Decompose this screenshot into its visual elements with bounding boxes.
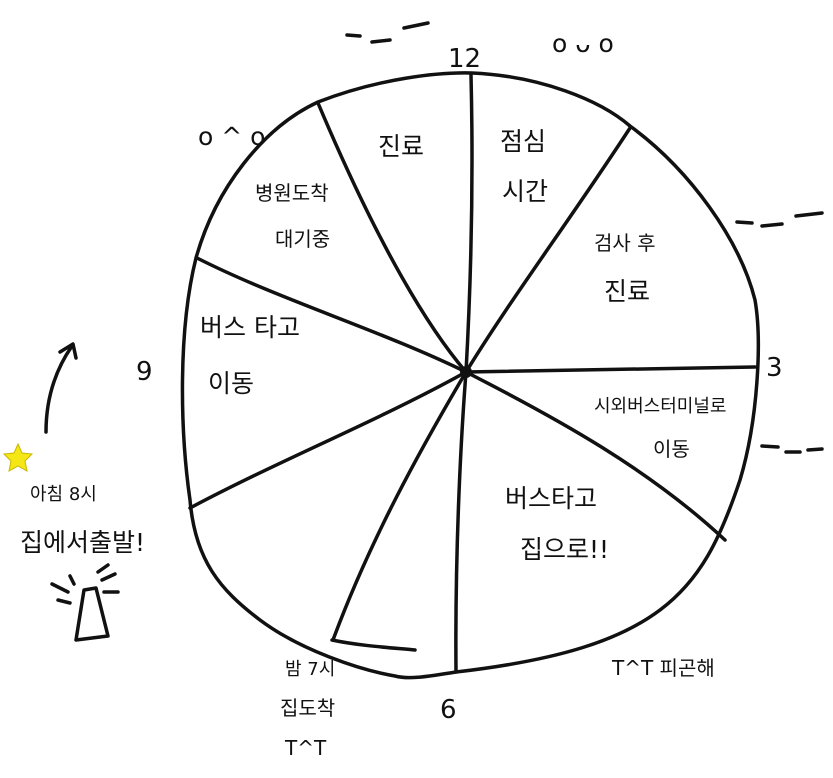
slice-lunch-line2: 시간 [502, 177, 548, 206]
lamp-icon [50, 563, 120, 642]
slice-lunch-line1: 점심 [500, 127, 546, 156]
note-arrive-home-line1: 밤 7시 [285, 659, 335, 680]
slice-arrive-hospital-line2: 대기중 [275, 227, 330, 251]
dash-marks [345, 21, 824, 454]
slice-after-test-line1: 검사 후 [594, 231, 656, 255]
slice-bus-home-line2: 집으로!! [520, 535, 609, 564]
slice-to-terminal-line2: 이동 [653, 437, 690, 461]
slice-after-test-line2: 진료 [604, 277, 650, 306]
slice-bus-move-line1: 버스 타고 [200, 313, 300, 342]
note-arrive-home-line3: T^T [284, 736, 327, 760]
clock-outline [180, 71, 760, 680]
slice-bus-home-line1: 버스타고 [505, 484, 597, 513]
face-left: o ^ o [198, 122, 265, 151]
clock-center-dot [460, 366, 472, 378]
arrow-up-icon [44, 342, 78, 434]
note-tired: T^T 피곤해 [611, 656, 715, 680]
slice-dividers [188, 73, 757, 674]
bottom-stroke [330, 638, 417, 652]
clock-number-9: 9 [136, 357, 153, 387]
clock-number-6: 6 [440, 695, 457, 725]
clock-number-12: 12 [448, 44, 481, 74]
note-depart-line1: 아침 8시 [30, 484, 97, 505]
slice-treatment: 진료 [378, 132, 424, 161]
note-arrive-home-line2: 집도착 [280, 696, 335, 720]
note-depart-line2: 집에서출발! [20, 528, 145, 557]
star-icon [2, 442, 34, 472]
face-top-right: o ᴗ o [552, 29, 614, 58]
clock-number-3: 3 [766, 353, 783, 383]
slice-bus-move-line2: 이동 [208, 369, 254, 398]
slice-arrive-hospital-line1: 병원도착 [255, 181, 329, 205]
slice-to-terminal-line1: 시외버스터미널로 [594, 396, 726, 417]
